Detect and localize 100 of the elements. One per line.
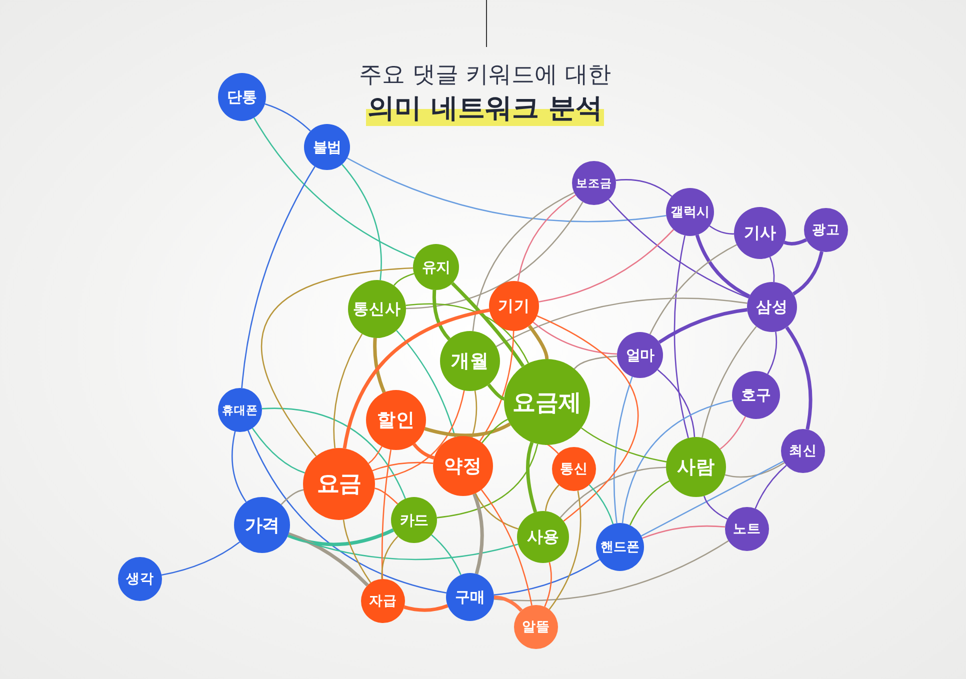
connection-line [248,430,447,594]
connection-line [616,179,672,197]
connection-line [526,442,538,513]
connection-line [431,534,462,576]
connection-line [406,303,529,364]
connection-line [658,308,748,344]
keyword-circle: 요금 [303,448,375,520]
connection-line [709,225,734,235]
connection-line [436,444,538,518]
connection-line [544,484,560,512]
keyword-circle: 휴대폰 [218,388,262,432]
keyword-circle: 핸드폰 [596,523,644,571]
connection-line [767,332,778,374]
connection-line [544,562,552,608]
connection-line [494,559,600,596]
keyword-circle: 노트 [725,507,769,551]
connection-line [528,324,549,360]
connection-line [548,490,582,610]
connection-line [588,484,614,524]
connection-line [754,464,787,509]
connection-line [479,330,514,442]
connection-line [404,604,448,612]
connection-line [720,416,746,450]
connection-line [161,541,240,576]
connection-line [608,198,749,298]
keyword-circle: 삼성 [747,282,797,332]
connection-line [702,326,757,438]
connection-line [381,536,398,580]
connection-line [769,256,775,282]
keyword-circle: 호구 [732,371,780,419]
connection-line [482,418,508,444]
connection-line [342,520,372,584]
connection-line [424,422,511,438]
connection-line [406,202,584,310]
keyword-circle: 최신 [781,429,825,473]
keyword-circle: 기사 [734,207,786,259]
keyword-circle: 구매 [446,573,494,621]
keyword-circle: 유지 [413,244,459,290]
connection-line [560,466,666,518]
keyword-circle: 얼마 [617,332,663,378]
connection-line [342,308,490,449]
keyword-circle: 사람 [666,437,726,497]
keyword-circle: 할인 [366,390,426,450]
keyword-circle: 통신사 [348,280,406,338]
connection-line [412,442,435,460]
connection-line [451,282,525,368]
connection-line [629,480,670,526]
connection-line [703,496,728,520]
keyword-circle: 광고 [804,208,848,252]
connection-line [649,244,738,335]
connection-line [262,267,414,457]
connection-line [264,103,311,132]
connection-line [545,444,559,454]
connection-line [374,390,465,480]
keyword-circle: 갤럭시 [666,188,714,236]
keyword-circle: 보조금 [572,161,616,205]
connection-line [613,376,633,524]
connection-line [432,290,451,340]
connection-line [536,315,638,522]
connection-line [252,428,306,474]
keyword-circle: 자급 [361,579,405,623]
connection-line [232,431,247,502]
connection-line [472,493,484,574]
connection-line [517,194,576,282]
connection-line [280,489,304,506]
keyword-circle: 불법 [304,124,350,170]
connection-line [538,229,674,303]
keyword-circle: 약정 [433,436,493,496]
connection-line [373,338,386,394]
connection-line [674,235,689,438]
connection-line [474,493,519,530]
connection-line [695,234,750,298]
connection-line [622,400,733,524]
connection-line [472,192,574,332]
connection-line [262,408,406,499]
keyword-circle: 요금제 [504,359,590,445]
connection-line [792,251,824,296]
keyword-circle: 기기 [489,281,539,331]
keyword-circle: 카드 [391,497,437,543]
connection-line [374,488,398,504]
connection-line [480,489,532,606]
connection-line [496,298,748,348]
connection-line [784,238,808,246]
connection-line [574,356,618,370]
connection-line [253,117,415,259]
keyword-circle: 통신 [552,447,596,491]
connection-line [342,164,382,280]
connection-line [333,334,363,448]
connection-line [471,390,478,438]
connection-line [494,540,729,602]
connection-line [642,525,726,539]
connection-line [580,427,667,462]
connection-line [657,369,696,438]
keyword-circle: 개월 [440,331,500,391]
connection-line [393,272,414,286]
connection-line [724,462,785,478]
connection-line [287,528,394,546]
connection-line [381,450,392,580]
connection-line [368,446,382,464]
connection-line [396,330,456,438]
